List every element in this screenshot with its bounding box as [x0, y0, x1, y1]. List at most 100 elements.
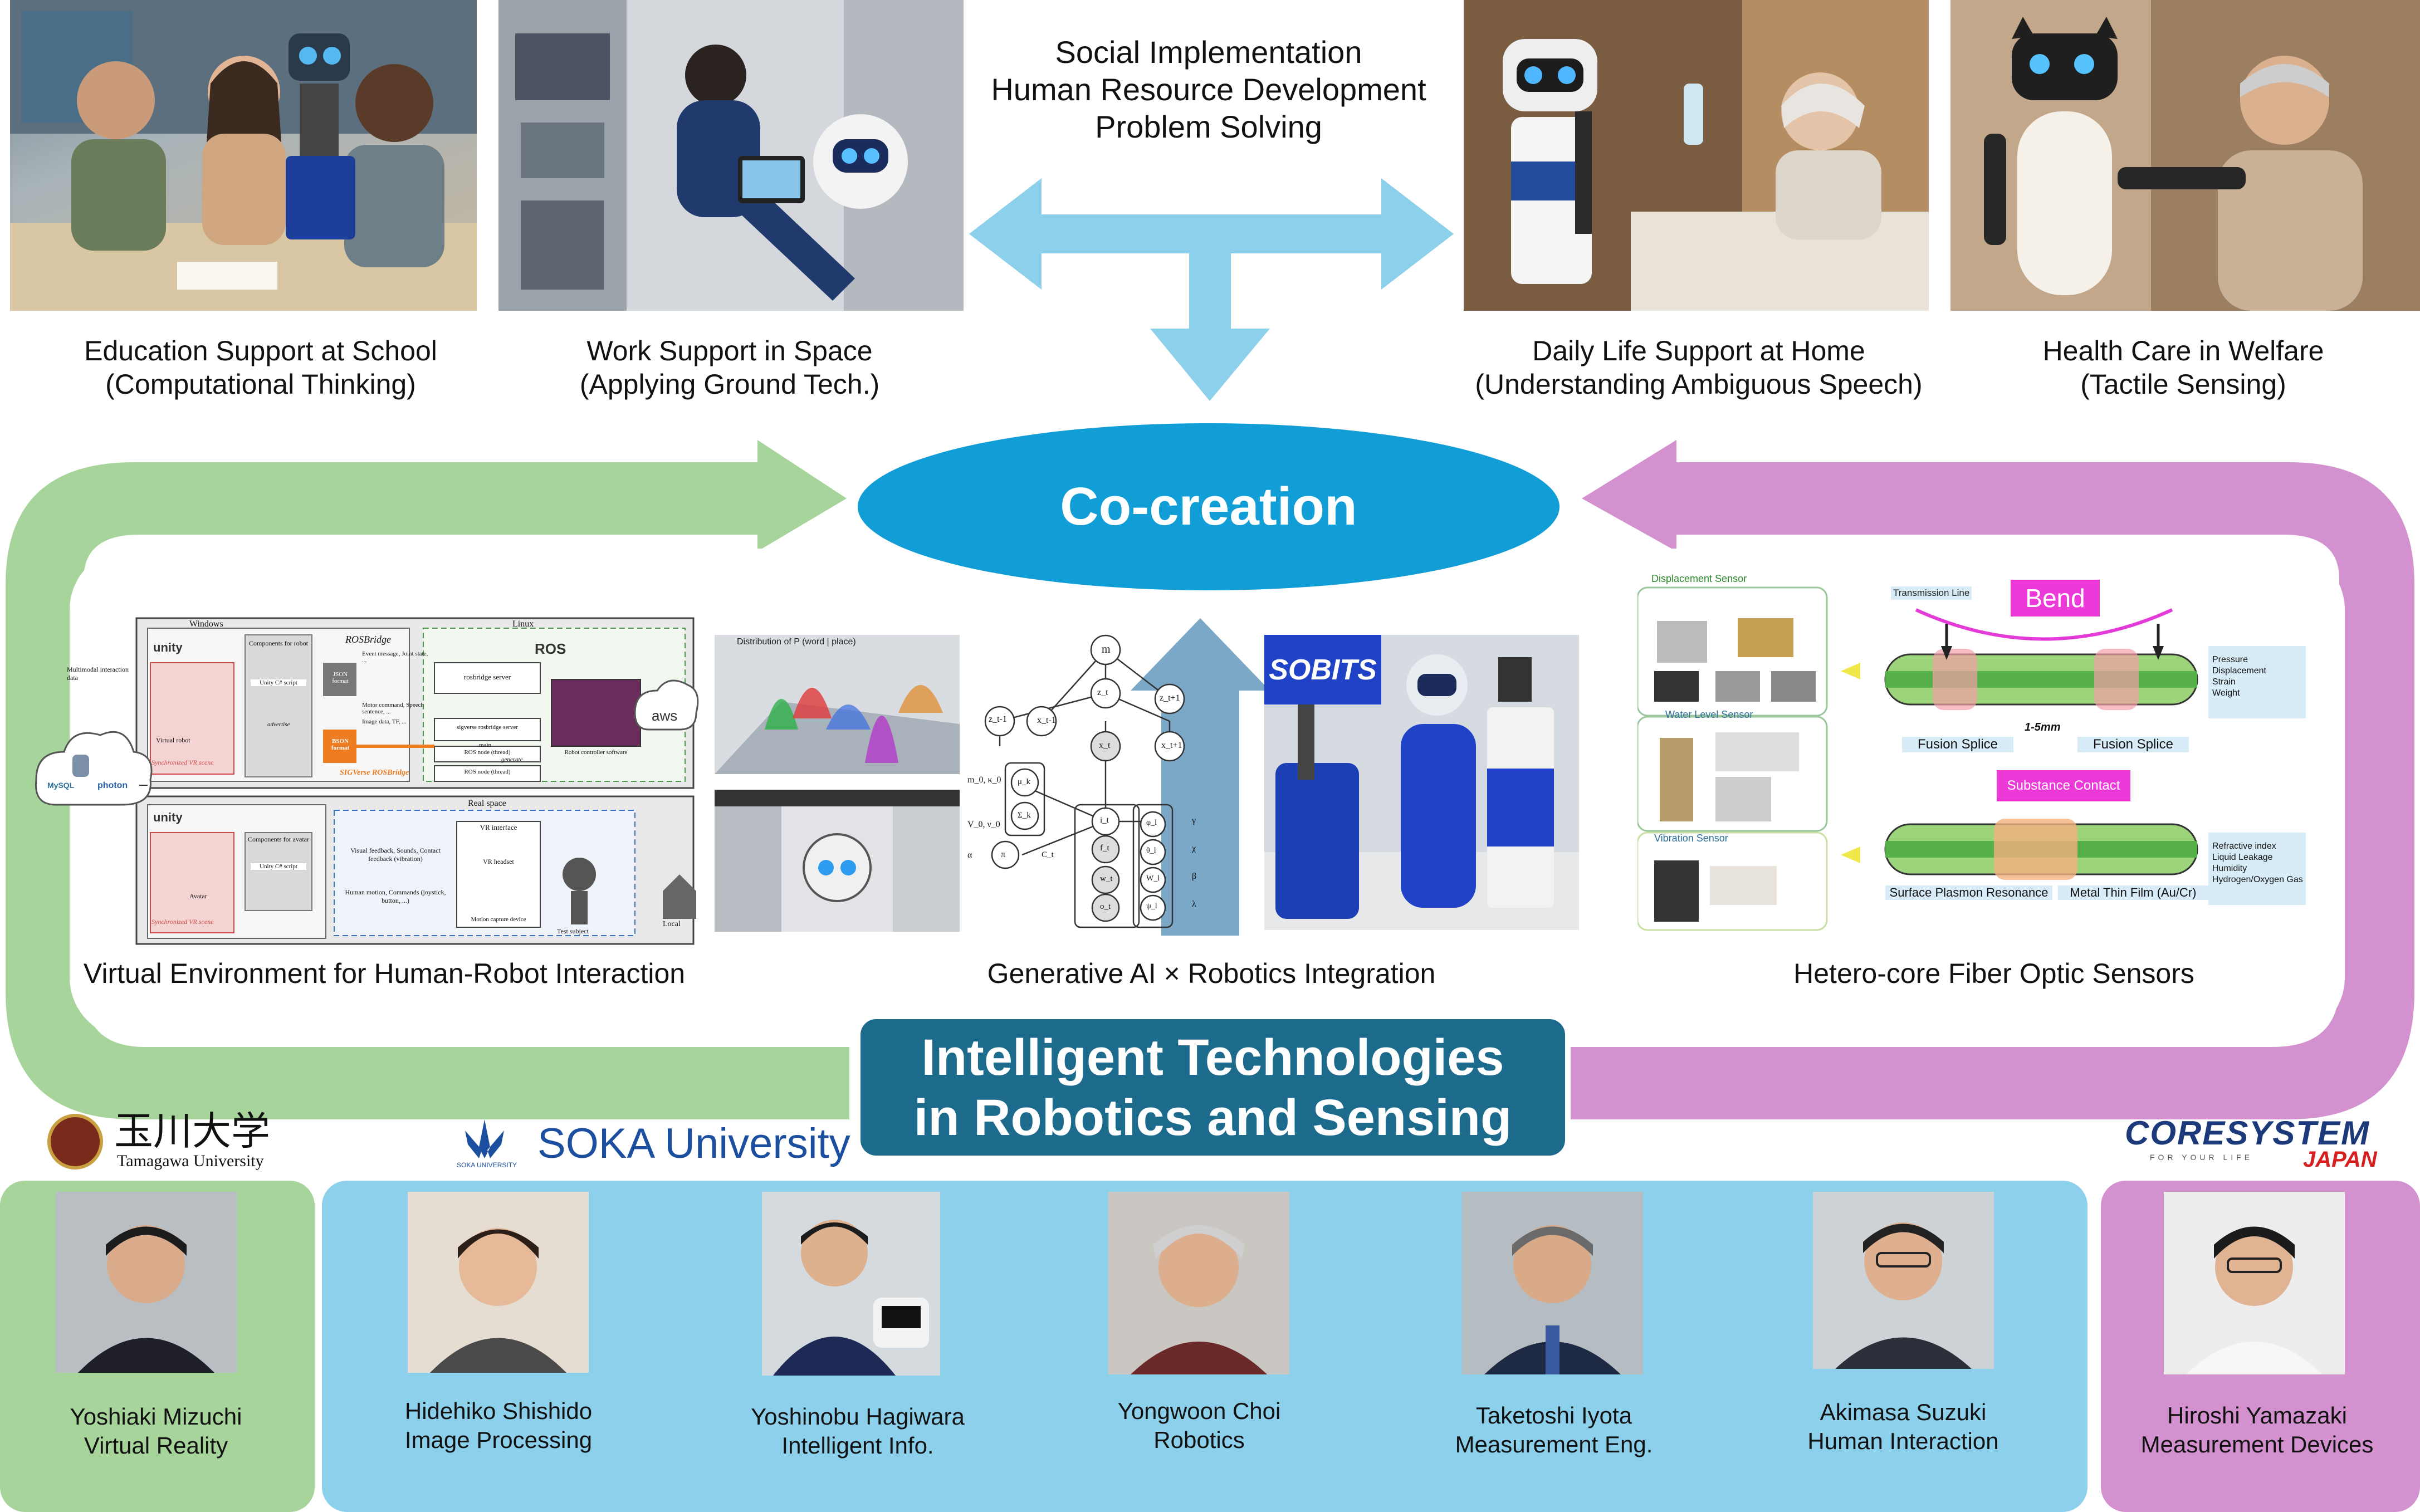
sobits-logo: SOBITS	[1264, 635, 1381, 704]
cocreation-label: Co-creation	[1060, 477, 1357, 536]
distribution-map-illustration	[715, 635, 960, 774]
node-m: m	[1102, 643, 1111, 655]
double-arrow-horizontal	[969, 178, 1454, 401]
measure-item: Humidity	[2212, 864, 2247, 873]
mysql-logo: MySQL	[47, 781, 75, 790]
node-W: W_l	[1146, 874, 1160, 883]
node-beta: β	[1192, 872, 1197, 881]
green-loop-band	[6, 440, 849, 1119]
vr-linux-label: Linux	[512, 619, 534, 629]
node-w: w_t	[1100, 874, 1113, 883]
node-z-t: z_t	[1097, 688, 1108, 697]
tamagawa-seal-icon	[47, 1114, 103, 1170]
vr-architecture-figure: Windows Linux Real space unity unity ROS…	[22, 613, 702, 947]
main-label: main	[479, 742, 491, 748]
vr-architecture-diagram	[35, 617, 699, 945]
ros-node-box: ROS node (thread)	[464, 769, 511, 775]
node-pi: π	[1001, 850, 1006, 859]
node-chi: χ	[1192, 844, 1196, 853]
displacement-sensor-label: Displacement Sensor	[1651, 573, 1747, 584]
water-level-sensor-label: Water Level Sensor	[1665, 709, 1753, 720]
space-station-render-image	[715, 790, 960, 932]
space-station-illustration	[715, 790, 960, 932]
soka-emblem-icon	[465, 1119, 504, 1158]
tamagawa-logo-kanji: 玉川大学	[114, 1108, 270, 1154]
local-label: Local	[663, 920, 681, 928]
node-m0-k0: m_0, κ_0	[967, 775, 1001, 785]
sobits-robots-photo: SOBITS	[1264, 635, 1579, 930]
measure-item: Liquid Leakage	[2212, 853, 2273, 862]
member-hagiwara: Yoshinobu Hagiwara Intelligent Info.	[721, 1402, 994, 1460]
substance-contact-label: Substance Contact	[1997, 770, 2130, 801]
member-name: Akimasa Suzuki	[1820, 1399, 1987, 1425]
generate-label: generate	[501, 756, 523, 763]
node-z-prev: z_t-1	[989, 715, 1007, 724]
cocreation-oval: Co-creation	[858, 423, 1559, 590]
metal-film-label: Metal Thin Film (Au/Cr)	[2058, 885, 2208, 900]
member-shishido: Hidehiko Shishido Image Processing	[362, 1397, 635, 1455]
application-subtitle: (Applying Ground Tech.)	[579, 369, 880, 400]
tamagawa-logo-english: Tamagawa University	[117, 1152, 264, 1170]
sigverse-label: SIGVerse ROSBridge	[340, 769, 409, 777]
soka-logo-text: SOKA University	[537, 1120, 850, 1167]
member-field: Measurement Eng.	[1455, 1431, 1653, 1457]
portrait-iyota	[1462, 1192, 1643, 1374]
space-photo	[498, 0, 964, 311]
sigverse-server-box: sigverse rosbridge server	[457, 724, 518, 731]
fiber-sensor-diagram	[1637, 586, 2306, 931]
member-mizuchi: Yoshiaki Mizuchi Virtual Reality	[22, 1402, 290, 1460]
fusion-splice-left: Fusion Splice	[1902, 737, 2013, 752]
node-c: C_t	[1042, 850, 1054, 859]
spr-label: Surface Plasmon Resonance	[1885, 885, 2052, 900]
member-choi: Yongwoon Choi Robotics	[1063, 1397, 1336, 1455]
unity-script-label: Unity C# script	[251, 863, 306, 870]
portrait-yamazaki	[2164, 1192, 2345, 1374]
motion-capture-label: Motion capture device	[471, 916, 526, 923]
node-x-prev: x_t-1	[1037, 716, 1056, 725]
fusion-splice-right: Fusion Splice	[2077, 737, 2189, 752]
json-format-box: JSON format	[332, 671, 349, 684]
avatar-label: Avatar	[189, 892, 207, 900]
test-subject-label: Test subject	[557, 927, 589, 935]
node-v0-nu0: V_0, ν_0	[967, 820, 1000, 829]
member-yamazaki: Hiroshi Yamazaki Measurement Devices	[2111, 1401, 2403, 1459]
avatar	[1462, 1192, 1643, 1374]
avatar	[1108, 1192, 1289, 1374]
portrait-suzuki	[1813, 1192, 1994, 1369]
application-title: Work Support in Space	[586, 335, 873, 366]
vibration-sensor-label: Vibration Sensor	[1654, 833, 1728, 844]
core-line-2: in Robotics and Sensing	[913, 1089, 1512, 1146]
member-name: Hidehiko Shishido	[404, 1398, 593, 1424]
space-scene-illustration	[498, 0, 964, 311]
tech-caption-sensors: Hetero-core Fiber Optic Sensors	[1793, 958, 2194, 989]
vr-windows-label: Windows	[189, 619, 223, 629]
member-iyota: Taketoshi Iyota Measurement Eng.	[1417, 1401, 1690, 1459]
visual-feedback-label: Visual feedback, Sounds, Contact feedbac…	[350, 846, 441, 863]
soka-small-logo: SOKA UNIVERSITY	[457, 1161, 517, 1169]
components-avatar-label: Components for avatar	[248, 835, 309, 843]
member-field: Image Processing	[404, 1427, 593, 1453]
node-x-t: x_t	[1099, 741, 1111, 750]
coresystem-japan: JAPAN	[2303, 1147, 2377, 1172]
member-suzuki: Akimasa Suzuki Human Interaction	[1767, 1398, 2040, 1456]
application-title: Health Care in Welfare	[2042, 335, 2324, 366]
vr-realspace-label: Real space	[468, 799, 506, 808]
education-photo	[10, 0, 477, 311]
node-psi: ψ_l	[1146, 902, 1157, 911]
measure-item: Hydrogen/Oxygen Gas	[2212, 875, 2303, 884]
member-field: Robotics	[1153, 1427, 1245, 1453]
ros-logo: ROS	[535, 640, 566, 657]
motor-command-label: Motor command, Speech sentence, ...	[362, 702, 424, 715]
portrait-choi	[1108, 1192, 1289, 1374]
distribution-title: Distribution of P (word | place)	[737, 637, 856, 647]
welfare-photo	[1950, 0, 2420, 311]
node-f: f_t	[1100, 844, 1109, 853]
advertise-label: advertise	[267, 721, 290, 728]
node-theta: θ_l	[1146, 846, 1156, 855]
member-name: Yoshinobu Hagiwara	[751, 1403, 965, 1430]
member-field: Human Interaction	[1807, 1428, 1999, 1454]
unity-logo-bottom: unity	[153, 810, 183, 824]
event-message-label: Event message, Joint state, ...	[362, 650, 428, 664]
unity-script-label: Unity C# script	[251, 679, 306, 686]
measure-item: Strain	[2212, 677, 2236, 687]
